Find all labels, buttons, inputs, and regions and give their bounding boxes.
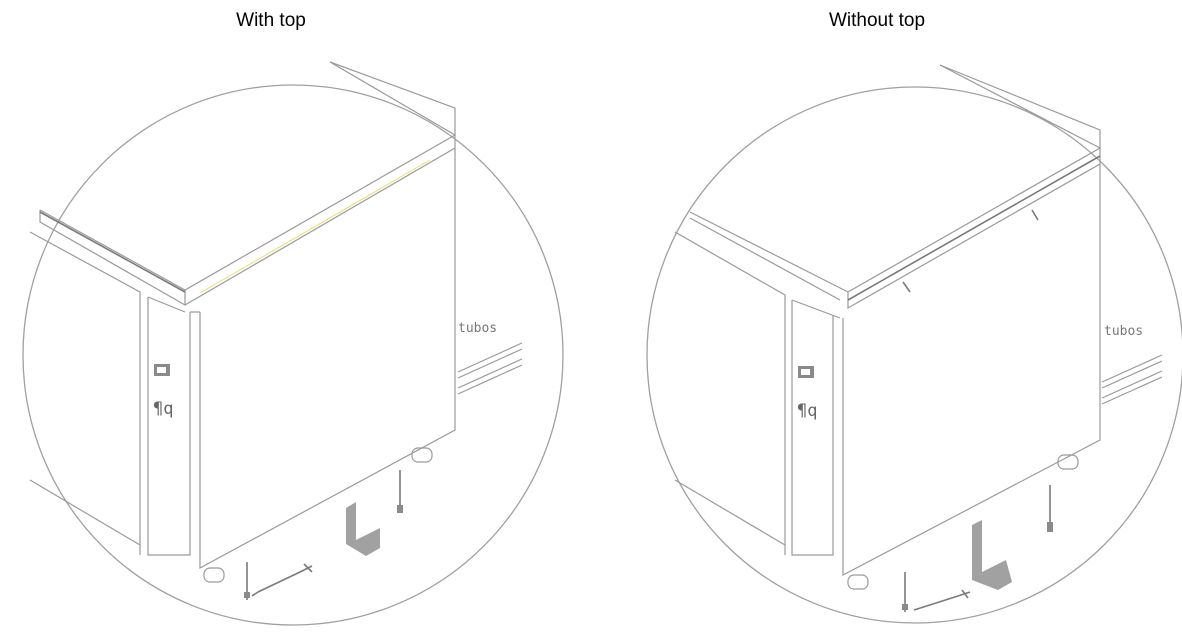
detail-circle <box>22 84 564 626</box>
pipe-label-right: tubos <box>1104 324 1143 339</box>
panel-title-with-top: With top <box>236 10 306 31</box>
wrench-icon <box>251 563 313 597</box>
top-edge-highlight <box>199 159 431 294</box>
screw-icon <box>902 485 1053 612</box>
pipe-label-left: tubos <box>458 321 497 336</box>
panel-without-top: ¶q <box>646 64 1182 624</box>
bracket-icon <box>346 502 380 556</box>
panel-title-without-top: Without top <box>828 10 926 31</box>
foot-icon <box>203 447 433 583</box>
pipe-lines <box>457 342 523 395</box>
bracket-icon <box>972 520 1012 590</box>
control-knob-icon: ¶q <box>153 399 173 419</box>
pipe-lines <box>1101 354 1163 405</box>
cabinet-drawing: ¶q <box>674 64 1163 612</box>
control-knob-icon: ¶q <box>797 401 817 421</box>
wrench-icon <box>913 589 971 611</box>
screw-icon <box>244 470 403 600</box>
cabinet-drawing: ¶q <box>29 61 523 600</box>
detail-circle <box>646 86 1182 624</box>
panel-with-top: ¶q <box>22 61 564 626</box>
foot-icon <box>847 454 1079 590</box>
